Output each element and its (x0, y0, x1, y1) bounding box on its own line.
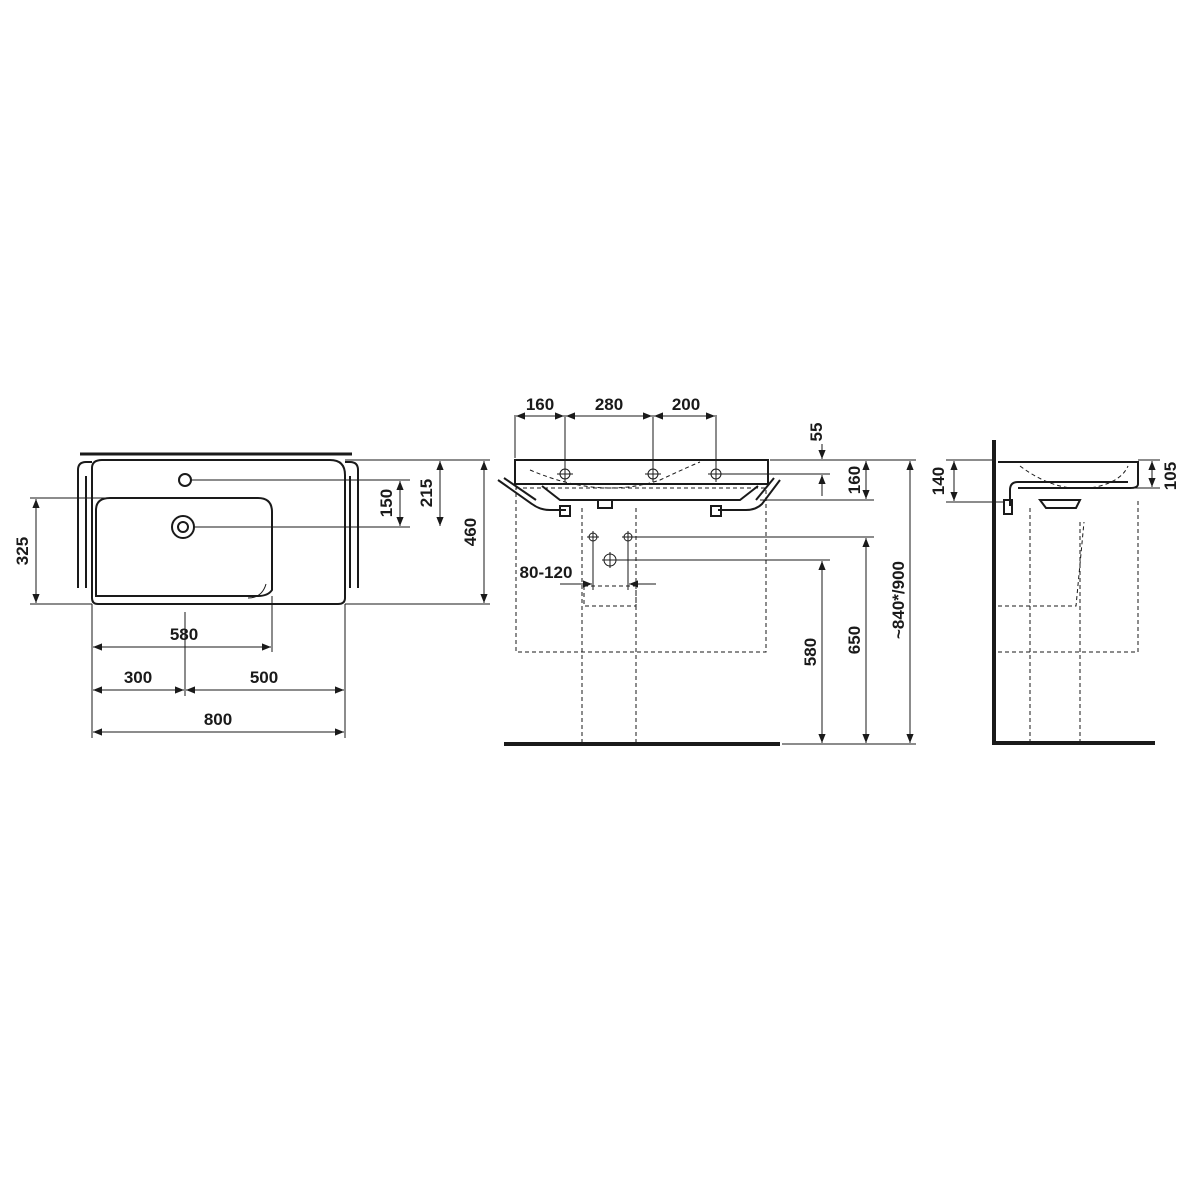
dim-tap-spacing-right: 200 (672, 395, 700, 414)
side-hidden-cabinet (998, 500, 1139, 653)
dim-waste-offset: 215 (417, 479, 436, 507)
front-hidden-cabinet (515, 487, 767, 653)
dim-offset-right: 500 (250, 668, 278, 687)
dim-rim-height: 55 (807, 423, 826, 442)
dim-depth-total: 460 (461, 518, 480, 546)
dim-bowl-depth: 325 (13, 537, 32, 565)
dim-tap-spacing-left: 160 (526, 395, 554, 414)
side-towel-rail (1009, 481, 1128, 506)
side-fixing (1003, 499, 1013, 515)
plan-towel-rail-left (77, 461, 92, 588)
side-hidden-bowl (1019, 465, 1129, 489)
side-hidden-pedestal (1029, 508, 1081, 742)
dim-height-650: 650 (845, 626, 864, 654)
front-towel-rail-right (718, 479, 781, 511)
dim-offset-left: 300 (124, 668, 152, 687)
side-basin-outline (998, 461, 1139, 489)
dim-tap-hole-offset: 150 (377, 489, 396, 517)
front-waste-outlet (597, 499, 613, 509)
plan-tap-hole (178, 473, 192, 487)
front-tap-hole-3 (708, 466, 724, 482)
front-hidden-siphon (583, 585, 637, 607)
dim-side-bowl-depth: 105 (1161, 462, 1180, 490)
dim-width-total: 800 (204, 710, 232, 729)
plan-towel-rail-right (345, 461, 359, 588)
front-hidden-bowl (529, 461, 701, 489)
dim-tap-spacing-middle: 280 (595, 395, 623, 414)
front-tap-hole-1 (557, 466, 573, 482)
side-view: 140 105 (929, 440, 1180, 745)
front-wall-connection (587, 531, 634, 568)
plan-bowl-outline (95, 497, 273, 597)
dim-waste-range: 80-120 (520, 563, 573, 582)
plan-view: 150 215 460 325 580 300 500 800 (13, 452, 490, 738)
front-fixing-right (710, 505, 722, 517)
side-waste-outlet (1038, 499, 1082, 509)
plan-waste-outer (171, 515, 195, 539)
dim-bowl-height: 160 (845, 466, 864, 494)
plan-bowl-drain-edge (247, 583, 267, 599)
front-basin-rim (514, 459, 769, 485)
front-towel-rail-left (497, 479, 566, 511)
front-basin-underside (541, 485, 759, 501)
dim-height-rim: ~840*/900 (889, 561, 908, 639)
plan-basin-outline (91, 459, 346, 605)
dim-height-580: 580 (801, 638, 820, 666)
plan-waste-inner (177, 521, 189, 533)
front-tap-hole-2 (645, 466, 661, 482)
dim-side-rim-depth: 140 (929, 467, 948, 495)
front-hidden-pedestal (581, 508, 637, 742)
front-fixing-left (559, 505, 571, 517)
dim-bowl-width: 580 (170, 625, 198, 644)
front-view: 160 280 200 55 160 80-120 580 650 ~840*/… (497, 395, 916, 746)
